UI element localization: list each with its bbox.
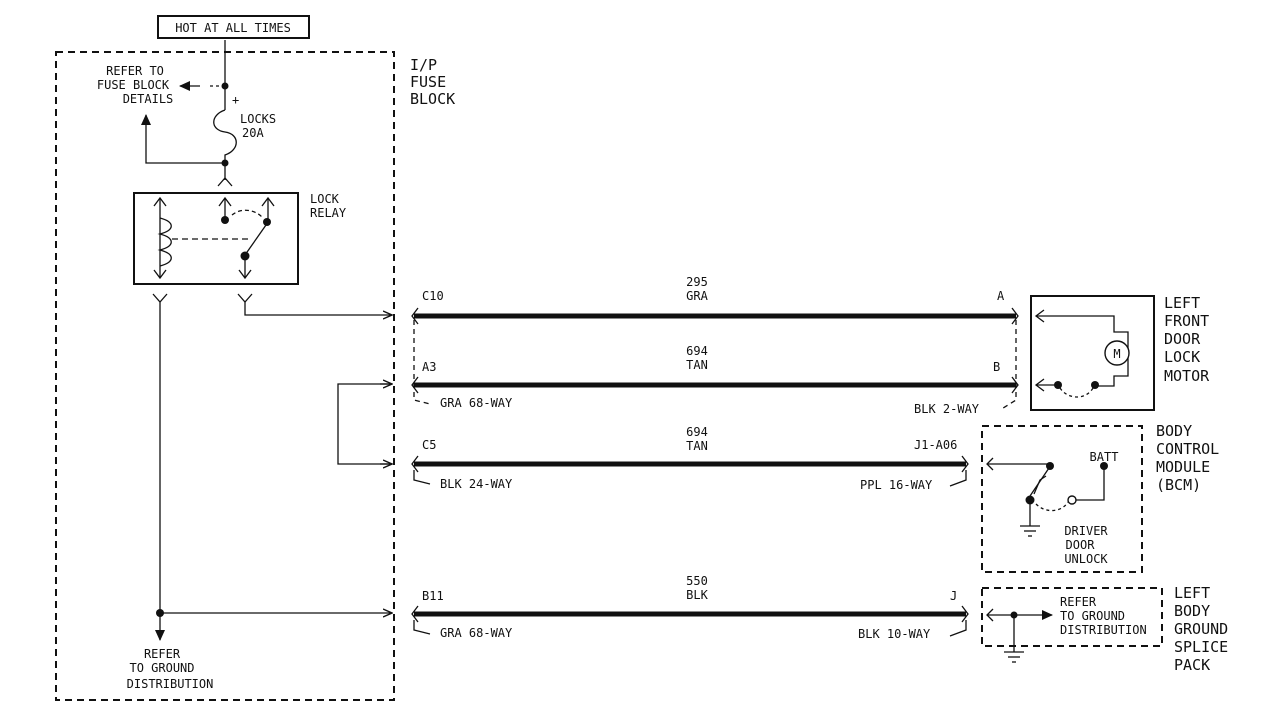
ground-splice-pack: REFER TO GROUND DISTRIBUTION bbox=[981, 587, 1163, 663]
motor-symbol: M bbox=[1113, 347, 1120, 361]
circuit-694-c5: C5 694 TAN J1-A06 BLK 24-WAY PPL 16-WAY bbox=[411, 425, 969, 492]
ground-distribution-refer: REFER TO GROUND DISTRIBUTION bbox=[127, 647, 214, 691]
door-lock-motor-label: LEFT FRONT DOOR LOCK MOTOR bbox=[1164, 294, 1210, 385]
svg-text:DISTRIBUTION: DISTRIBUTION bbox=[1060, 623, 1147, 637]
svg-text:LEFT: LEFT bbox=[1164, 294, 1200, 312]
svg-text:SPLICE: SPLICE bbox=[1174, 638, 1228, 656]
svg-text:REFER: REFER bbox=[1060, 595, 1097, 609]
circuit-550: B11 550 BLK J GRA 68-WAY BLK 10-WAY bbox=[411, 574, 969, 641]
bcm-module: BATT bbox=[981, 425, 1143, 573]
svg-text:DISTRIBUTION: DISTRIBUTION bbox=[127, 677, 214, 691]
svg-text:TAN: TAN bbox=[686, 358, 708, 372]
svg-text:GRA: GRA bbox=[686, 289, 708, 303]
svg-text:BLK 2-WAY: BLK 2-WAY bbox=[914, 402, 980, 416]
bcm-label: BODY CONTROL MODULE (BCM) bbox=[1156, 422, 1219, 494]
svg-text:LEFT: LEFT bbox=[1174, 584, 1210, 602]
svg-text:FUSE BLOCK: FUSE BLOCK bbox=[97, 78, 170, 92]
svg-text:BODY: BODY bbox=[1156, 422, 1192, 440]
locks-fuse-label: + LOCKS 20A bbox=[232, 93, 276, 140]
svg-text:TO GROUND: TO GROUND bbox=[129, 661, 194, 675]
svg-text:550: 550 bbox=[686, 574, 708, 588]
svg-text:DOOR: DOOR bbox=[1164, 330, 1201, 348]
svg-text:20A: 20A bbox=[242, 126, 264, 140]
svg-text:(BCM): (BCM) bbox=[1156, 476, 1201, 494]
svg-text:+: + bbox=[232, 93, 239, 107]
svg-text:PACK: PACK bbox=[1174, 656, 1210, 674]
svg-text:GROUND: GROUND bbox=[1174, 620, 1228, 638]
svg-text:DETAILS: DETAILS bbox=[123, 92, 174, 106]
svg-text:I/P: I/P bbox=[410, 56, 437, 74]
svg-text:BLOCK: BLOCK bbox=[410, 90, 455, 108]
svg-text:TAN: TAN bbox=[686, 439, 708, 453]
svg-text:LOCKS: LOCKS bbox=[240, 112, 276, 126]
svg-text:C10: C10 bbox=[422, 289, 444, 303]
svg-text:A: A bbox=[997, 289, 1005, 303]
svg-text:LOCK: LOCK bbox=[1164, 348, 1200, 366]
svg-text:CONTROL: CONTROL bbox=[1156, 440, 1219, 458]
svg-text:DOOR: DOOR bbox=[1066, 538, 1096, 552]
svg-text:GRA 68-WAY: GRA 68-WAY bbox=[440, 396, 513, 410]
svg-text:TO GROUND: TO GROUND bbox=[1060, 609, 1125, 623]
svg-text:BLK 24-WAY: BLK 24-WAY bbox=[440, 477, 513, 491]
svg-text:BLK 10-WAY: BLK 10-WAY bbox=[858, 627, 931, 641]
svg-text:REFER: REFER bbox=[144, 647, 181, 661]
batt-label: BATT bbox=[1090, 450, 1119, 464]
svg-text:MODULE: MODULE bbox=[1156, 458, 1210, 476]
fuse-feed bbox=[141, 40, 237, 187]
hot-at-all-times-label: HOT AT ALL TIMES bbox=[157, 15, 310, 39]
lock-relay bbox=[133, 192, 299, 285]
relay-output-wiring bbox=[152, 293, 392, 641]
svg-text:FUSE: FUSE bbox=[410, 73, 446, 91]
svg-text:694: 694 bbox=[686, 344, 708, 358]
svg-text:PPL 16-WAY: PPL 16-WAY bbox=[860, 478, 933, 492]
svg-text:BLK: BLK bbox=[686, 588, 708, 602]
svg-text:C5: C5 bbox=[422, 438, 436, 452]
svg-text:694: 694 bbox=[686, 425, 708, 439]
door-lock-motor: M bbox=[1030, 295, 1155, 411]
svg-text:LOCK: LOCK bbox=[310, 192, 340, 206]
svg-text:REFER TO: REFER TO bbox=[106, 64, 164, 78]
svg-text:295: 295 bbox=[686, 275, 708, 289]
svg-text:DRIVER: DRIVER bbox=[1064, 524, 1108, 538]
svg-text:B: B bbox=[993, 360, 1000, 374]
svg-text:RELAY: RELAY bbox=[310, 206, 347, 220]
svg-text:J: J bbox=[950, 589, 957, 603]
svg-text:MOTOR: MOTOR bbox=[1164, 367, 1210, 385]
svg-text:A3: A3 bbox=[422, 360, 436, 374]
svg-text:BODY: BODY bbox=[1174, 602, 1210, 620]
svg-text:GRA 68-WAY: GRA 68-WAY bbox=[440, 626, 513, 640]
svg-text:FRONT: FRONT bbox=[1164, 312, 1209, 330]
svg-text:B11: B11 bbox=[422, 589, 444, 603]
circuit-694-a3: A3 694 TAN B GRA 68-WAY BLK 2-WAY bbox=[411, 320, 1019, 416]
lock-relay-label: LOCK RELAY bbox=[310, 192, 347, 220]
svg-text:HOT AT ALL TIMES: HOT AT ALL TIMES bbox=[175, 21, 291, 35]
fuse-block-name: I/P FUSE BLOCK bbox=[410, 56, 455, 108]
circuit-295: C10 295 GRA A bbox=[411, 275, 1019, 325]
ground-splice-pack-label: LEFT BODY GROUND SPLICE PACK bbox=[1174, 584, 1228, 674]
svg-text:UNLOCK: UNLOCK bbox=[1064, 552, 1108, 566]
fuse-block-boundary bbox=[55, 51, 395, 701]
fuse-block-refer: REFER TO FUSE BLOCK DETAILS bbox=[97, 64, 173, 106]
driver-door-unlock-label: DRIVER DOOR UNLOCK bbox=[1064, 524, 1108, 566]
svg-text:J1-A06: J1-A06 bbox=[914, 438, 957, 452]
